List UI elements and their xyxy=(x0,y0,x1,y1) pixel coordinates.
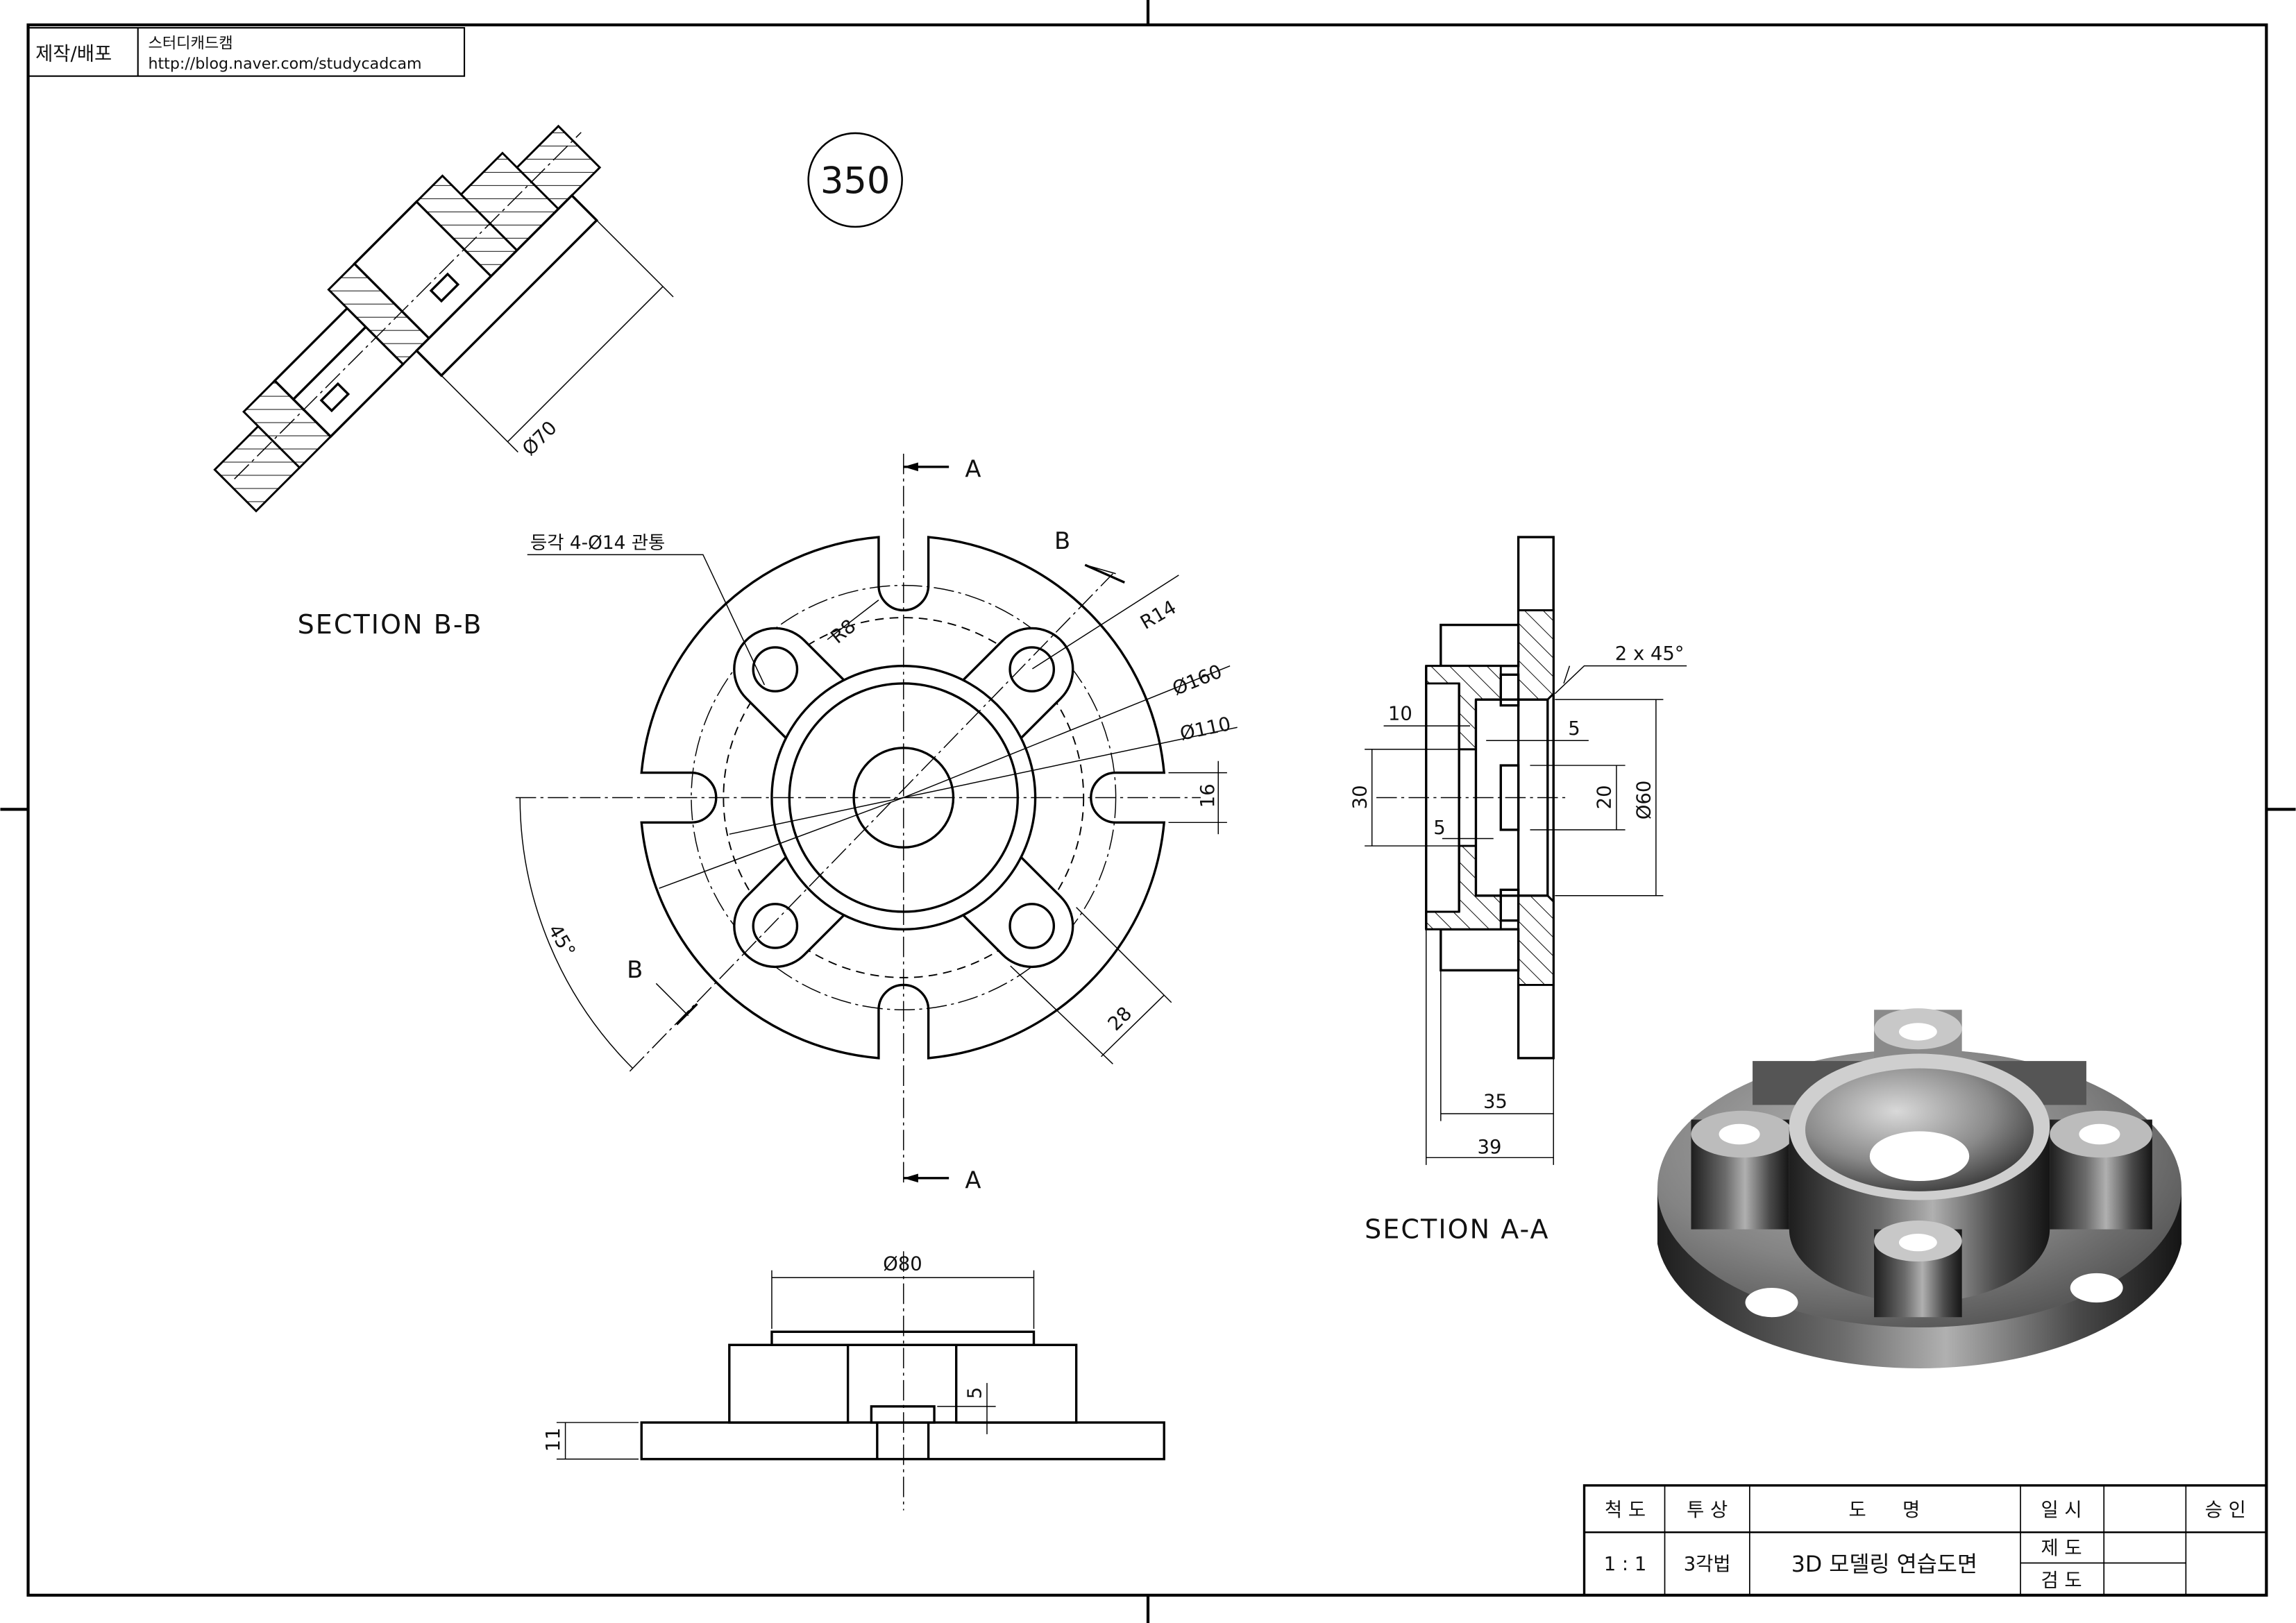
section-mark-a-top: A xyxy=(965,456,981,483)
projection-label: 투 상 xyxy=(1687,1499,1728,1521)
section-mark-b-bottom: B xyxy=(627,956,643,983)
header-label: 제작/배포 xyxy=(35,43,112,65)
dim-11: 11 xyxy=(543,1427,564,1452)
drawn-by-label: 제 도 xyxy=(2041,1538,2082,1559)
dim-5-top: 5 xyxy=(1568,718,1580,740)
bolt-hole xyxy=(1008,646,1056,692)
dim-20: 20 xyxy=(1594,785,1615,809)
section-a-a-title: SECTION A-A xyxy=(1365,1214,1549,1244)
title-block: 척 도 투 상 도 명 일 시 승 인 1 : 1 3각법 3D 모델링 연습도… xyxy=(1582,1484,2268,1597)
dim-5-bottom: 5 xyxy=(1433,817,1445,839)
dim-d80: Ø80 xyxy=(883,1254,922,1275)
section-mark-b-top: B xyxy=(1054,527,1070,554)
dim-d60: Ø60 xyxy=(1633,781,1655,819)
approval-label: 승 인 xyxy=(2205,1499,2246,1521)
lug-boss xyxy=(733,627,845,739)
dim-5-front: 5 xyxy=(965,1387,986,1399)
lug-boss xyxy=(733,856,845,969)
dim-d160: Ø160 xyxy=(1170,661,1225,699)
author-header: 제작/배포 스터디캐드캠 http://blog.naver.com/study… xyxy=(27,27,466,77)
section-b-b-view xyxy=(213,124,674,513)
bolt-hole xyxy=(1008,903,1056,949)
checked-by-label: 검 도 xyxy=(2041,1570,2082,1591)
header-author: 스터디캐드캠 xyxy=(148,35,233,53)
section-mark-a-bottom: A xyxy=(965,1167,981,1194)
top-view: A A B B 등각 4-Ø14 관통 R8 R14 Ø160 Ø110 16 … xyxy=(515,453,1238,1194)
lug-boss xyxy=(962,856,1074,969)
dim-angle-45: 45° xyxy=(543,921,579,961)
section-a-a-view: 2 x 45° 10 5 30 5 20 Ø60 35 39 xyxy=(1349,536,1687,1165)
dim-d70: Ø70 xyxy=(518,417,562,460)
lugs xyxy=(733,627,1074,969)
bolt-hole xyxy=(752,646,799,692)
isometric-render xyxy=(1657,1008,2182,1369)
dim-28: 28 xyxy=(1104,1003,1137,1035)
dim-39: 39 xyxy=(1478,1137,1502,1158)
hole-note-leader xyxy=(527,554,766,686)
projection-value: 3각법 xyxy=(1684,1554,1731,1575)
front-view: Ø80 5 11 xyxy=(543,1251,1165,1511)
dim-chamfer: 2 x 45° xyxy=(1615,643,1685,665)
lug-boss xyxy=(962,627,1074,739)
dim-10: 10 xyxy=(1388,704,1412,725)
date-label: 일 시 xyxy=(2041,1499,2082,1521)
section-b-b-title: SECTION B-B xyxy=(298,609,483,640)
outer-flange-outline xyxy=(640,536,1166,1060)
drawing-number: 350 xyxy=(820,160,890,202)
drawing-number-balloon: 350 xyxy=(807,132,903,228)
drawing-name-value: 3D 모델링 연습도면 xyxy=(1791,1552,1977,1577)
section-line-b xyxy=(629,573,1113,1072)
dim-r14: R14 xyxy=(1137,597,1180,634)
scale-value: 1 : 1 xyxy=(1604,1554,1647,1575)
hole-note: 등각 4-Ø14 관통 xyxy=(530,533,665,554)
dim-r8: R8 xyxy=(827,615,860,648)
dim-30: 30 xyxy=(1349,785,1371,809)
dim-16: 16 xyxy=(1197,783,1219,808)
bolt-hole xyxy=(752,903,799,949)
dim-35: 35 xyxy=(1483,1091,1508,1113)
scale-label: 척 도 xyxy=(1605,1499,1646,1521)
drawing-name-label: 도 명 xyxy=(1849,1499,1921,1521)
header-url[interactable]: http://blog.naver.com/studycadcam xyxy=(148,55,421,73)
dim-d110: Ø110 xyxy=(1178,713,1233,745)
